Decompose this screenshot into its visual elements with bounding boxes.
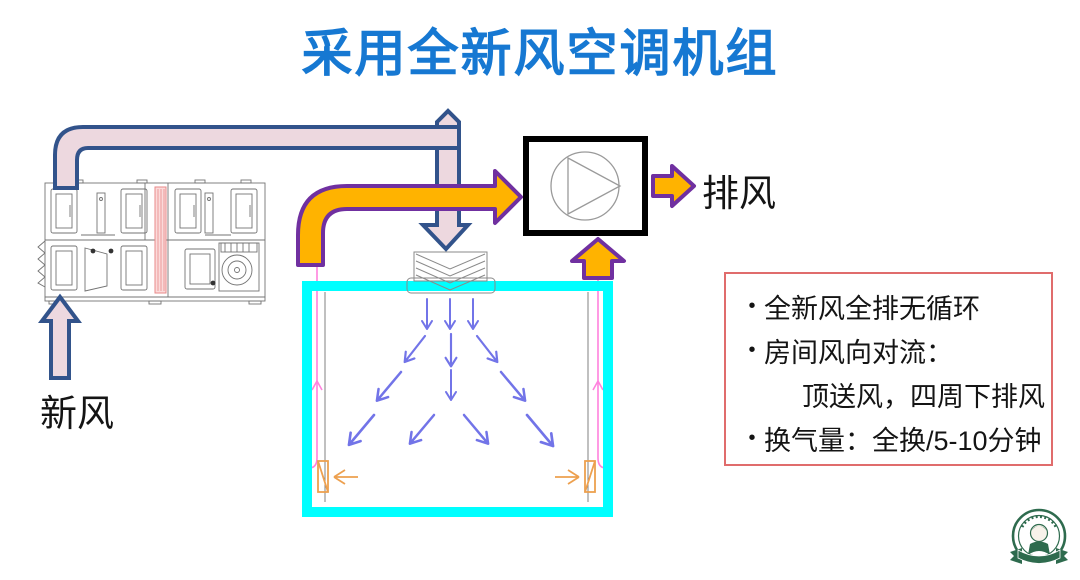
ahu-fan-section — [218, 242, 260, 292]
floor-exhaust-grille-right — [555, 460, 596, 493]
bullet-dot: • — [748, 338, 756, 361]
exhaust-duct-arrow — [296, 169, 523, 267]
note-line-3: 顶送风，四周下排风 — [726, 372, 1051, 416]
fan-icon — [550, 151, 622, 221]
fresh-air-inlet-arrow — [38, 293, 82, 380]
bullet-dot: • — [748, 294, 756, 317]
note-text: 房间风向对流： — [764, 337, 953, 368]
flex-connector — [37, 240, 46, 288]
exhaust-out-arrow — [651, 164, 696, 208]
fresh-air-label: 新风 — [40, 393, 114, 434]
note-line-2: • 房间风向对流： — [726, 328, 1051, 372]
hospital-seal-logo — [1010, 508, 1068, 564]
ahu-base-rail — [44, 296, 266, 305]
page-title: 采用全新风空调机组 — [301, 25, 779, 82]
room-outline — [302, 281, 613, 517]
room-interior — [302, 281, 613, 517]
ahu-access-doors-bottom — [50, 245, 216, 292]
note-text: 全新风全排无循环 — [764, 293, 980, 324]
floor-exhaust-grille-left — [317, 460, 358, 493]
note-line-1: • 全新风全排无循环 — [726, 284, 1051, 328]
bullet-dot: • — [748, 426, 756, 449]
exhaust-air-label: 排风 — [702, 173, 776, 214]
ahu-coil-highlight — [154, 186, 167, 294]
note-text: 换气量：全换/5-10分钟 — [764, 425, 1042, 456]
ceiling-diffuser-icon — [406, 251, 496, 294]
ahu-drawing — [37, 179, 266, 305]
note-line-4: • 换气量：全换/5-10分钟 — [726, 416, 1051, 460]
fan-box — [523, 136, 648, 236]
fresh-air-supply-duct — [53, 125, 461, 190]
note-text: 顶送风，四周下排风 — [802, 381, 1045, 412]
notes-box: • 全新风全排无循环 • 房间风向对流： 顶送风，四周下排风 • 换气量：全换/… — [724, 272, 1053, 466]
exhaust-up-arrow — [570, 237, 626, 280]
